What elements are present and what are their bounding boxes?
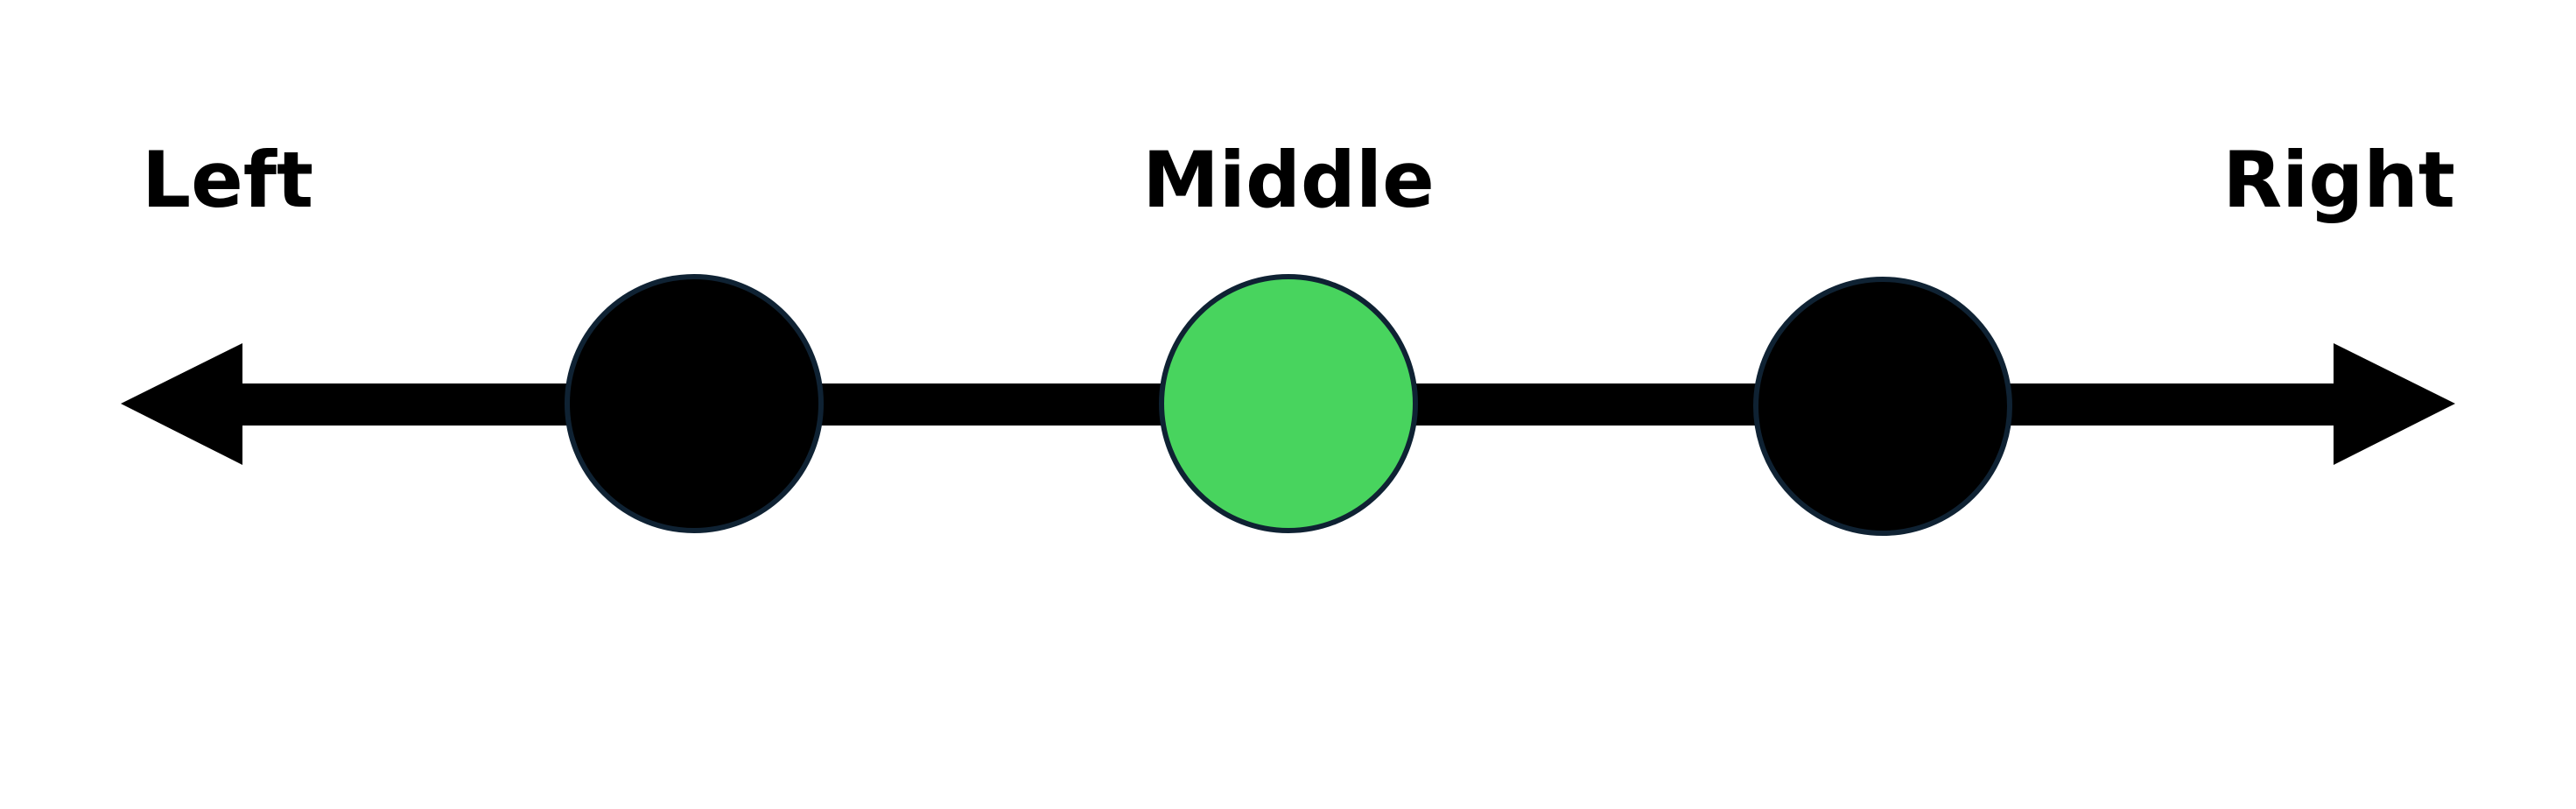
left-position-node[interactable] xyxy=(565,274,824,533)
label-right: Right xyxy=(2222,135,2455,225)
label-left: Left xyxy=(142,135,313,225)
label-middle: Middle xyxy=(1142,135,1435,225)
middle-position-node[interactable] xyxy=(1159,274,1418,533)
right-position-node[interactable] xyxy=(1753,277,2012,536)
right-arrow-icon xyxy=(2334,343,2455,465)
left-arrow-icon xyxy=(121,343,242,465)
